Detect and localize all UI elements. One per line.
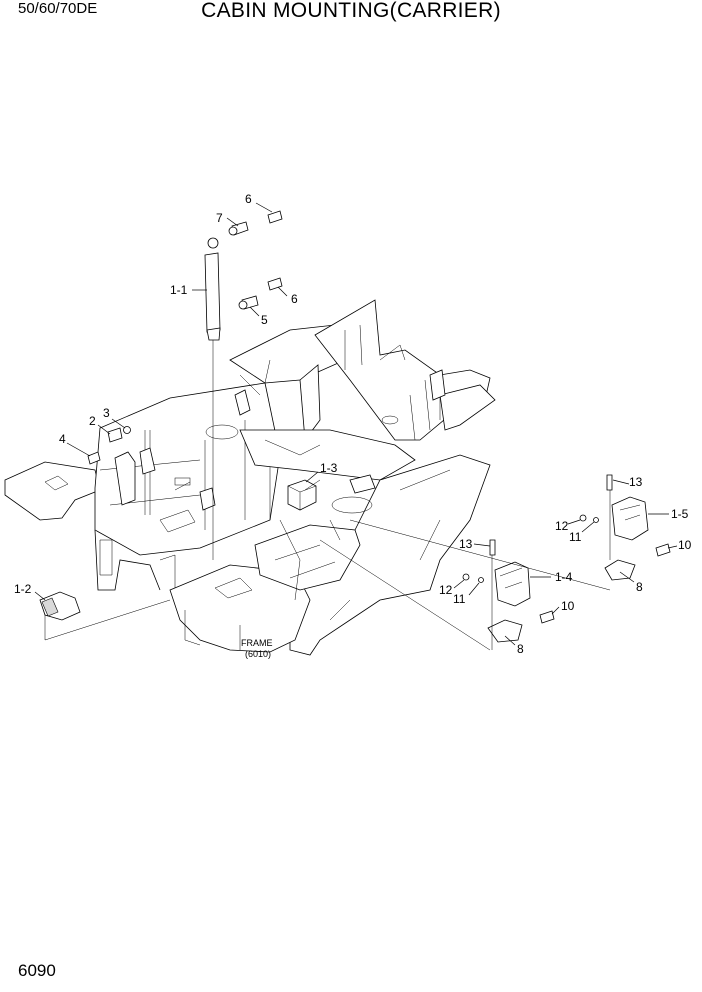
page-title: CABIN MOUNTING(CARRIER) [201,0,501,22]
callout-11b: 11 [453,592,466,606]
reference-lines [44,479,611,651]
callout-1-1: 1-1 [170,283,188,297]
bushing-parts-2-3-4 [87,426,131,465]
model-number: 50/60/70DE [18,0,98,17]
callout-3: 3 [103,406,110,420]
callout-8b: 8 [517,642,524,656]
callout-2: 2 [89,414,96,428]
callout-11a: 11 [569,530,582,544]
callout-5: 5 [261,313,268,327]
callout-1-2: 1-2 [14,582,32,596]
mount-part-1-2 [39,591,81,640]
pin-part-7 [228,221,249,236]
leader-lines [34,202,678,646]
mount-part-1-5 [579,474,671,581]
callout-10b: 10 [561,599,575,613]
callout-4: 4 [59,432,66,446]
callout-1-5: 1-5 [671,507,689,521]
bolt-part-6 [267,210,283,291]
callout-8a: 8 [636,580,643,594]
callout-labels: 6 7 1-1 6 5 3 2 4 1-3 13 1-5 12 11 10 8 … [14,192,692,659]
page-number: 6090 [18,961,56,980]
callout-7: 7 [216,211,223,225]
frame-assembly [4,299,496,656]
frame-reference: (6010) [245,649,271,659]
callout-12a: 12 [555,519,569,533]
callout-12b: 12 [439,583,453,597]
mount-part-1-3 [287,479,317,511]
callout-6b: 6 [291,292,298,306]
callout-13a: 13 [629,475,643,489]
callout-10a: 10 [678,538,692,552]
frame-label: FRAME [241,638,273,648]
callout-1-4: 1-4 [555,570,573,584]
mount-part-1-4 [462,539,555,650]
strut-part-1-1 [204,237,221,560]
pin-part-5 [238,295,259,310]
callout-13b: 13 [459,537,473,551]
callout-1-3: 1-3 [320,461,338,475]
callout-6a: 6 [245,192,252,206]
